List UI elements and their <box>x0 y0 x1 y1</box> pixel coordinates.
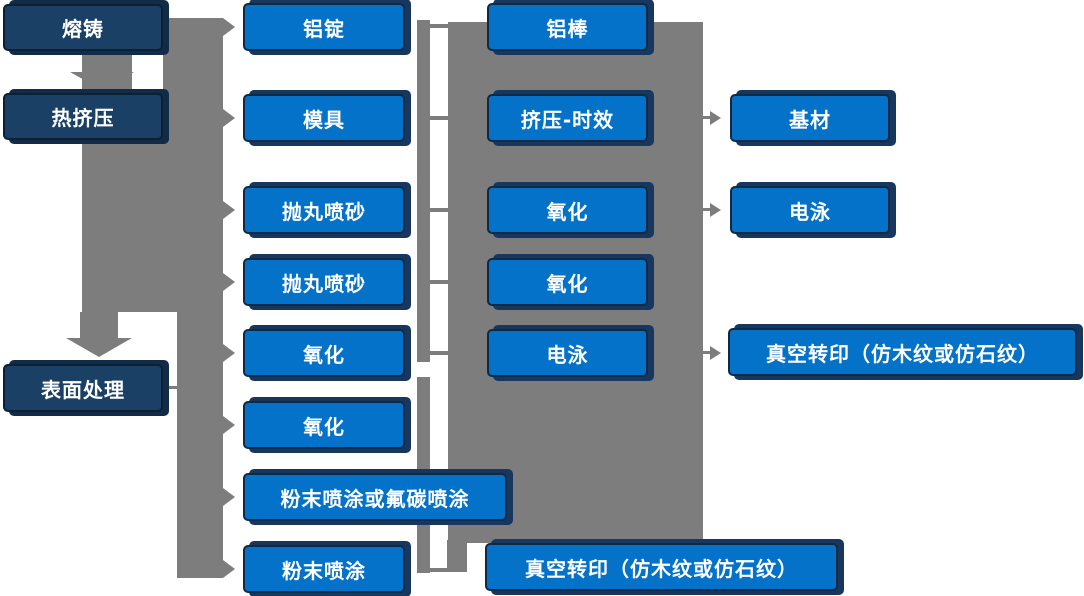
flow-node-label-shot-blasting-2: 抛丸喷砂 <box>282 271 366 296</box>
flow-node-vacuum-transfer-bottom: 真空转印（仿木纹或仿石纹） <box>485 543 838 591</box>
mid-link-oxidation-4 <box>430 280 448 284</box>
flow-node-label-extrusion-aging: 挤压-时效 <box>520 107 615 132</box>
flow-node-label-powder-or-fluorocarbon: 粉末喷涂或氟碳喷涂 <box>280 486 470 511</box>
tail-to-base-material <box>703 116 711 119</box>
flow-node-label-oxidation-4: 氧化 <box>546 271 589 296</box>
right-band-tab <box>447 540 467 572</box>
arrow-to-aluminum-ingot-icon <box>223 18 235 36</box>
flow-node-shot-blasting-1: 抛丸喷砂 <box>243 186 405 234</box>
flow-node-oxidation-3: 氧化 <box>487 186 648 234</box>
tail-to-vacuum-right <box>703 351 711 354</box>
arrow-to-oxidation-1-icon <box>223 344 235 362</box>
flow-node-label-hot-extrusion: 热挤压 <box>51 106 115 130</box>
flow-node-powder-coating: 粉末喷涂 <box>243 545 405 593</box>
left-band-shaft <box>82 18 132 312</box>
flow-node-melt-casting: 熔铸 <box>3 4 163 51</box>
flow-node-base-material: 基材 <box>730 94 890 142</box>
flow-node-label-oxidation-2: 氧化 <box>303 414 345 439</box>
flow-node-shot-blasting-2: 抛丸喷砂 <box>243 258 405 306</box>
flow-node-label-electrophoresis-2: 电泳 <box>789 199 831 224</box>
flow-node-label-electrophoresis-1: 电泳 <box>546 342 589 367</box>
flow-node-label-mold: 模具 <box>303 107 345 132</box>
arrow-to-surface-treatment-icon <box>66 338 132 357</box>
left-band-lower <box>177 312 223 578</box>
flow-node-powder-or-fluorocarbon: 粉末喷涂或氟碳喷涂 <box>243 473 507 521</box>
arrow-to-mold-icon <box>223 109 235 127</box>
flow-node-aluminum-rod: 铝棒 <box>487 3 648 51</box>
flow-node-label-oxidation-1: 氧化 <box>303 342 345 367</box>
flow-node-label-aluminum-ingot: 铝锭 <box>303 16 345 41</box>
flow-node-label-melt-casting: 熔铸 <box>62 17 104 41</box>
arrow-to-oxidation-2-icon <box>223 416 235 434</box>
mid-link-vacuum-bottom <box>430 568 448 572</box>
arrow-to-electrophoresis-2-icon <box>710 203 721 217</box>
arrow-to-vacuum-right-icon <box>710 346 721 360</box>
flow-node-aluminum-ingot: 铝锭 <box>243 3 405 51</box>
arrow-to-powder-or-fluorocarbon-icon <box>223 488 235 506</box>
surface-treatment-link-line <box>163 386 178 389</box>
flow-node-label-aluminum-rod: 铝棒 <box>546 16 589 41</box>
arrow-to-shot-blasting-1-icon <box>223 201 235 219</box>
tail-to-electrophoresis-2 <box>703 208 711 211</box>
flow-node-oxidation-2: 氧化 <box>243 401 405 449</box>
flow-node-label-oxidation-3: 氧化 <box>546 199 589 224</box>
mid-link-aluminum-rod <box>430 24 448 28</box>
arrow-to-shot-blasting-2-icon <box>223 273 235 291</box>
flow-node-label-base-material: 基材 <box>789 107 831 132</box>
left-band-main <box>163 18 223 312</box>
flow-node-oxidation-4: 氧化 <box>487 258 648 306</box>
mid-link-extrusion-aging <box>430 116 448 120</box>
flow-node-electrophoresis-1: 电泳 <box>487 329 648 377</box>
flow-node-label-vacuum-transfer-right: 真空转印（仿木纹或仿石纹） <box>766 341 1039 366</box>
flow-node-surface-treatment: 表面处理 <box>3 364 163 412</box>
mid-link-electrophoresis-1 <box>430 351 448 355</box>
mid-band-upper <box>417 20 430 362</box>
flow-node-oxidation-1: 氧化 <box>243 329 405 377</box>
flow-node-mold: 模具 <box>243 94 405 142</box>
arrow-to-powder-coating-icon <box>223 560 235 578</box>
arrow-to-hot-extrusion-icon <box>70 72 134 90</box>
flow-node-extrusion-aging: 挤压-时效 <box>487 94 648 142</box>
arrow-to-base-material-icon <box>710 111 721 125</box>
flow-node-electrophoresis-2: 电泳 <box>730 186 890 234</box>
flow-node-label-powder-coating: 粉末喷涂 <box>282 558 366 583</box>
flow-node-label-shot-blasting-1: 抛丸喷砂 <box>282 199 366 224</box>
flow-node-vacuum-transfer-right: 真空转印（仿木纹或仿石纹） <box>728 328 1077 376</box>
surface-treatment-arrow-shaft <box>80 312 118 340</box>
flow-node-label-vacuum-transfer-bottom: 真空转印（仿木纹或仿石纹） <box>525 556 798 581</box>
flow-node-hot-extrusion: 热挤压 <box>3 93 163 140</box>
mid-link-oxidation-3 <box>430 208 448 212</box>
flow-node-label-surface-treatment: 表面处理 <box>41 377 125 402</box>
